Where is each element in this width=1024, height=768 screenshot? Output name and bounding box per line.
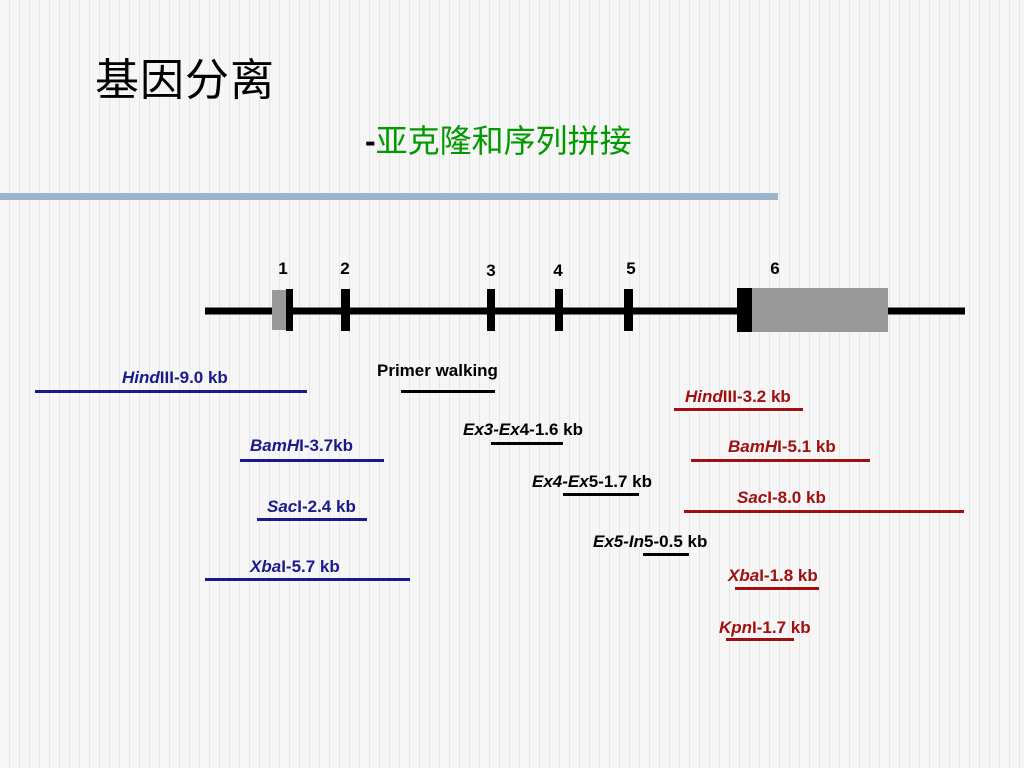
title-rule bbox=[0, 193, 778, 200]
exon-3-mark bbox=[487, 289, 495, 331]
ex3-ex4-label: Ex3-Ex4-1.6 kb bbox=[463, 420, 584, 439]
ex5-in5-fragment bbox=[643, 553, 689, 556]
exon-label-6: 6 bbox=[770, 259, 779, 278]
xbai-right-label: XbaI-1.8 kb bbox=[728, 566, 818, 585]
subtitle: -亚克隆和序列拼接 bbox=[365, 116, 632, 162]
primer-walking-fragment bbox=[401, 390, 495, 393]
exon-1-mark bbox=[286, 289, 293, 331]
exon-label-2: 2 bbox=[340, 259, 349, 278]
subtitle-text: 亚克隆和序列拼接 bbox=[375, 122, 632, 160]
xbai-left-fragment bbox=[205, 578, 410, 581]
kpni-right-label: KpnI-1.7 kb bbox=[719, 618, 811, 637]
exon-label-4: 4 bbox=[553, 261, 563, 280]
exon-label-1: 1 bbox=[278, 259, 287, 278]
exon-4-mark bbox=[555, 289, 563, 331]
bamhi-left-label: BamHI-3.7kb bbox=[250, 436, 353, 455]
exon-label-3: 3 bbox=[486, 261, 495, 280]
ex4-ex5-fragment bbox=[563, 493, 639, 496]
subtitle-dash: - bbox=[365, 123, 376, 159]
ex5-in5-label: Ex5-In5-0.5 kb bbox=[593, 532, 708, 551]
hindiii-right-label: HindIII-3.2 kb bbox=[685, 387, 791, 406]
utr-3prime-box bbox=[752, 288, 888, 332]
saci-left-fragment bbox=[257, 518, 367, 521]
hindiii-left-fragment bbox=[35, 390, 307, 393]
bamhi-right-fragment bbox=[691, 459, 870, 462]
page-title: 基因分离 bbox=[95, 55, 275, 106]
hindiii-right-fragment bbox=[674, 408, 803, 411]
exon-label-5: 5 bbox=[626, 259, 635, 278]
xbai-left-label: XbaI-5.7 kb bbox=[250, 557, 340, 576]
primer-walking-label: Primer walking bbox=[377, 361, 498, 380]
saci-left-label: SacI-2.4 kb bbox=[267, 497, 356, 516]
bamhi-left-fragment bbox=[240, 459, 384, 462]
saci-right-label: SacI-8.0 kb bbox=[737, 488, 826, 507]
kpni-right-fragment bbox=[726, 638, 794, 641]
ex3-ex4-fragment bbox=[491, 442, 563, 445]
utr-5prime-box bbox=[272, 290, 290, 330]
saci-right-fragment bbox=[684, 510, 964, 513]
exon-6-mark bbox=[737, 288, 752, 332]
ex4-ex5-label: Ex4-Ex5-1.7 kb bbox=[532, 472, 653, 491]
exon-5-mark bbox=[624, 289, 633, 331]
xbai-right-fragment bbox=[735, 587, 819, 590]
bamhi-right-label: BamHI-5.1 kb bbox=[728, 437, 836, 456]
hindiii-left-label: HindIII-9.0 kb bbox=[122, 368, 228, 387]
exon-2-mark bbox=[341, 289, 350, 331]
